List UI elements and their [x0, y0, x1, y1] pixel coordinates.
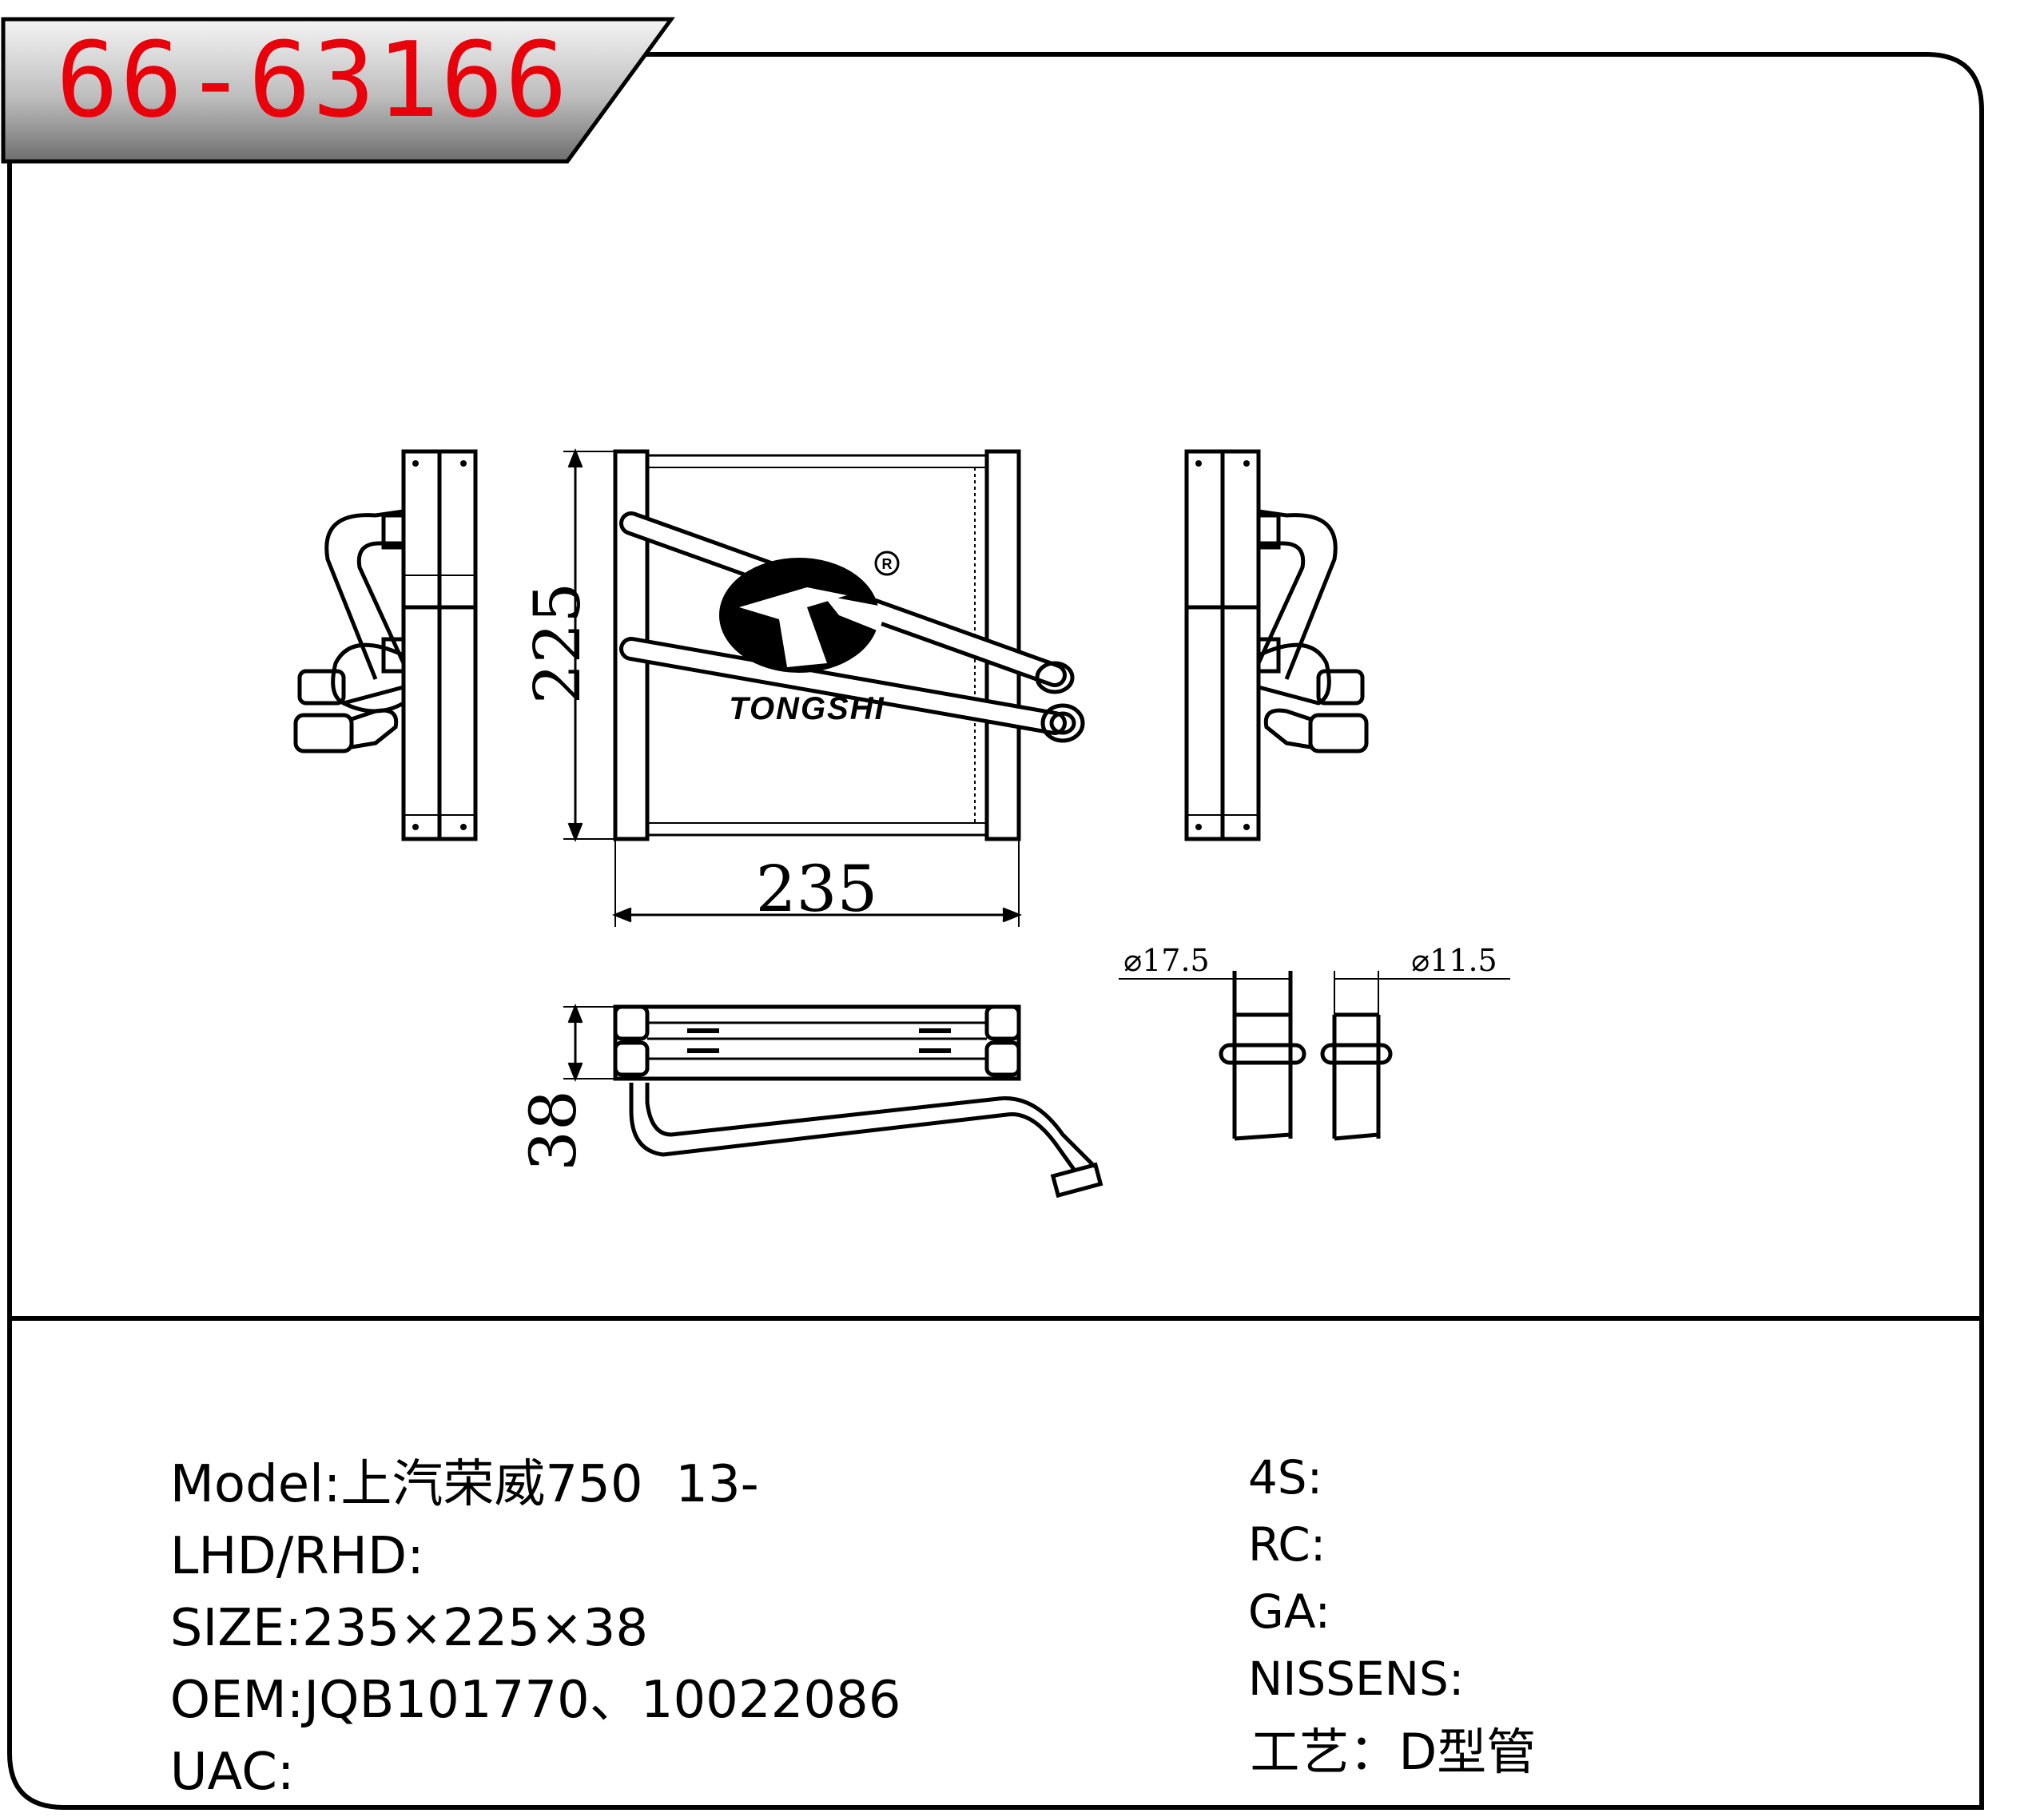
- spec-nissens: NISSENS:: [1247, 1652, 1465, 1706]
- logo-wordmark: TONGSHI: [729, 691, 885, 726]
- part-number: 66-63166: [56, 19, 570, 141]
- spec-4s: 4S:: [1247, 1450, 1323, 1505]
- width-dim-label: 235: [756, 852, 878, 926]
- pipe-detail-large: [1219, 971, 1306, 1141]
- tongshi-logo: R TONGSHI: [719, 551, 900, 726]
- spec-size: SIZE:235×225×38: [169, 1599, 649, 1658]
- front-view: [613, 449, 1085, 841]
- spec-rc: RC:: [1247, 1517, 1326, 1572]
- title-tab: [1, 17, 675, 164]
- depth-dimension: [563, 1003, 615, 1083]
- spec-lhd-rhd: LHD/RHD:: [169, 1527, 424, 1586]
- pipe-small-label: ⌀11.5: [1411, 943, 1497, 978]
- depth-dim-label: 38: [516, 1090, 591, 1171]
- left-side-view: [293, 449, 478, 841]
- width-dimension: [611, 839, 1023, 927]
- height-dimension: [563, 447, 615, 843]
- spec-ga: GA:: [1247, 1584, 1331, 1639]
- top-view: [613, 1004, 1104, 1199]
- height-dim-label: 225: [520, 582, 595, 705]
- spec-uac: UAC:: [169, 1743, 295, 1802]
- spec-process: 工艺：D型管: [1250, 1723, 1537, 1781]
- pipe-large-label: ⌀17.5: [1123, 943, 1210, 978]
- spec-oem: OEM:JQB101770、10022086: [169, 1671, 901, 1730]
- pipe-detail-small: [1320, 1012, 1393, 1141]
- registered-mark: R: [882, 556, 893, 572]
- spec-model: Model:上汽荣威750 13-: [169, 1455, 759, 1514]
- frame-border: [7, 52, 1984, 1810]
- right-side-view: [1184, 449, 1369, 841]
